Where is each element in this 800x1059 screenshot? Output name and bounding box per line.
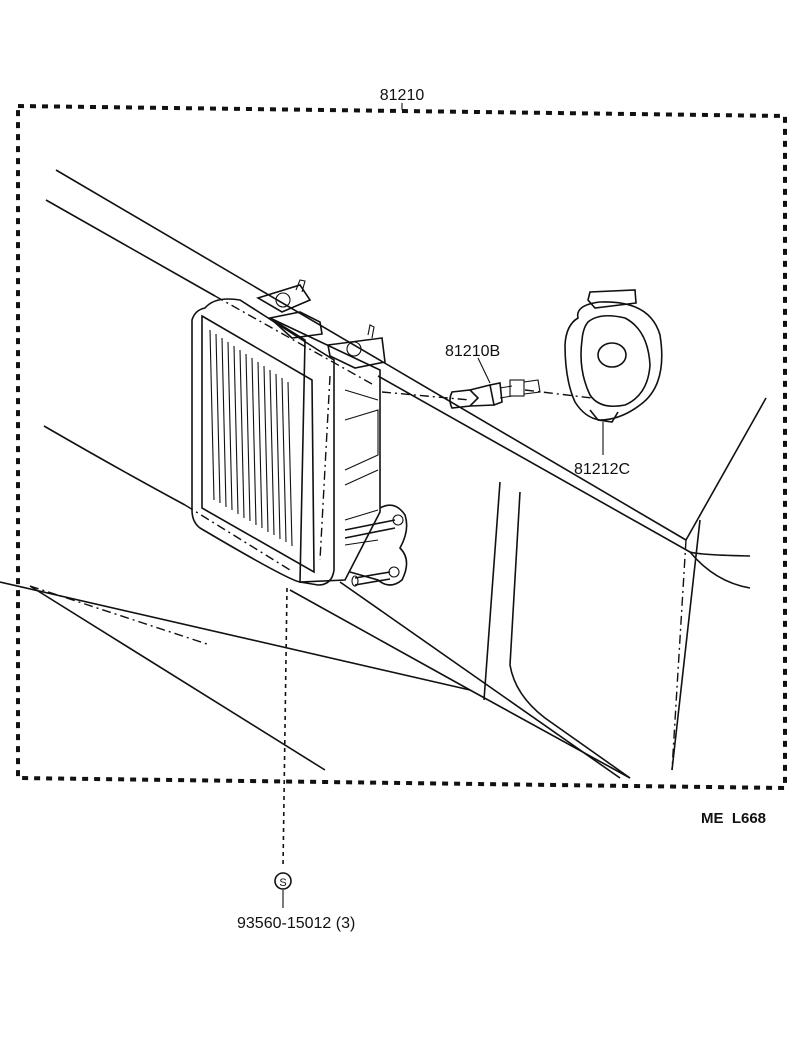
standard-part-symbol-icon: [274, 872, 292, 890]
projection-lines: [29, 295, 687, 771]
socket-part-number: 81212C: [574, 461, 630, 478]
socket-housing: [564, 289, 663, 455]
screw-callout: S: [274, 587, 292, 908]
standard-part-symbol-text: S: [279, 877, 286, 889]
figure-code: ME L668: [701, 810, 766, 827]
assembly-boundary-frame: [16, 103, 787, 791]
body-panel-lines: [0, 169, 767, 779]
clearance-lamp-assembly: [191, 279, 408, 587]
assembly-part-number: 81210: [380, 87, 425, 104]
bulb-leader-line: [477, 357, 491, 384]
bulb: [449, 357, 541, 409]
screw-part-number: 93560-15012 (3): [237, 915, 355, 932]
bulb-part-number: 81210B: [445, 343, 500, 360]
